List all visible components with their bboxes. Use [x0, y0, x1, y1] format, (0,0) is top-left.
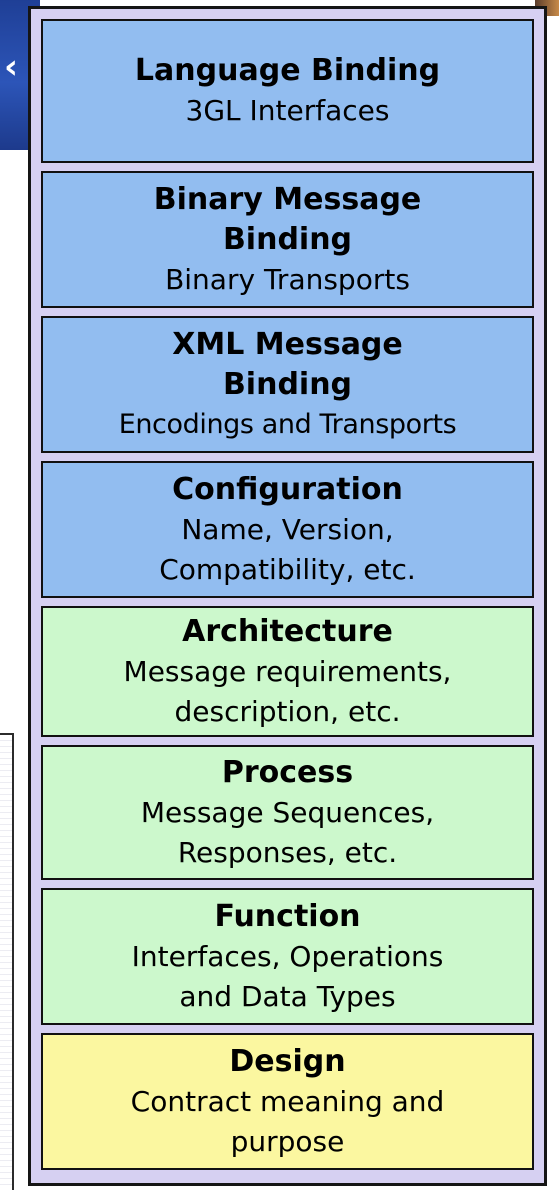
layer-configuration: Configuration Name, Version, Compatibili… — [41, 461, 534, 598]
layer-title: Language Binding — [134, 53, 441, 88]
layer-stack: Language Binding 3GL Interfaces Binary M… — [28, 6, 547, 1186]
layer-description: Responses, etc. — [177, 835, 398, 869]
layer-title: Function — [214, 898, 361, 934]
layer-binary-message-binding: Binary Message Binding Binary Transports — [41, 171, 534, 308]
layer-description: Interfaces, Operations — [131, 939, 444, 973]
layer-description: Binary Transports — [165, 262, 410, 296]
layer-description: Contract meaning and — [130, 1084, 445, 1118]
layer-xml-message-binding: XML Message Binding Encodings and Transp… — [41, 316, 534, 453]
layer-title: XML Message — [172, 326, 403, 362]
layer-description: description, etc. — [174, 694, 401, 728]
background-panel-edge — [0, 733, 14, 1190]
layer-description: Encodings and Transports — [118, 408, 457, 440]
layer-title: Process — [221, 754, 354, 790]
layer-process: Process Message Sequences, Responses, et… — [41, 745, 534, 880]
layer-description: 3GL Interfaces — [185, 94, 390, 127]
layer-description: and Data Types — [179, 979, 396, 1013]
layer-description: purpose — [230, 1124, 345, 1158]
layer-language-binding: Language Binding 3GL Interfaces — [41, 19, 534, 163]
banner-chevron-icon: ‹ — [4, 47, 19, 87]
layer-description: Message Sequences, — [140, 795, 435, 829]
layer-function: Function Interfaces, Operations and Data… — [41, 888, 534, 1025]
layer-description: Compatibility, etc. — [159, 552, 416, 586]
layer-title: Binding — [222, 221, 353, 257]
layer-title: Binding — [222, 366, 353, 402]
layer-title: Design — [229, 1043, 346, 1079]
layer-title: Configuration — [172, 471, 403, 507]
layer-description: Name, Version, — [181, 512, 394, 546]
layer-title: Architecture — [182, 613, 393, 649]
layer-design: Design Contract meaning and purpose — [41, 1033, 534, 1170]
layer-description: Message requirements, — [123, 654, 452, 688]
layer-architecture: Architecture Message requirements, descr… — [41, 606, 534, 737]
layer-title: Binary Message — [153, 181, 422, 217]
